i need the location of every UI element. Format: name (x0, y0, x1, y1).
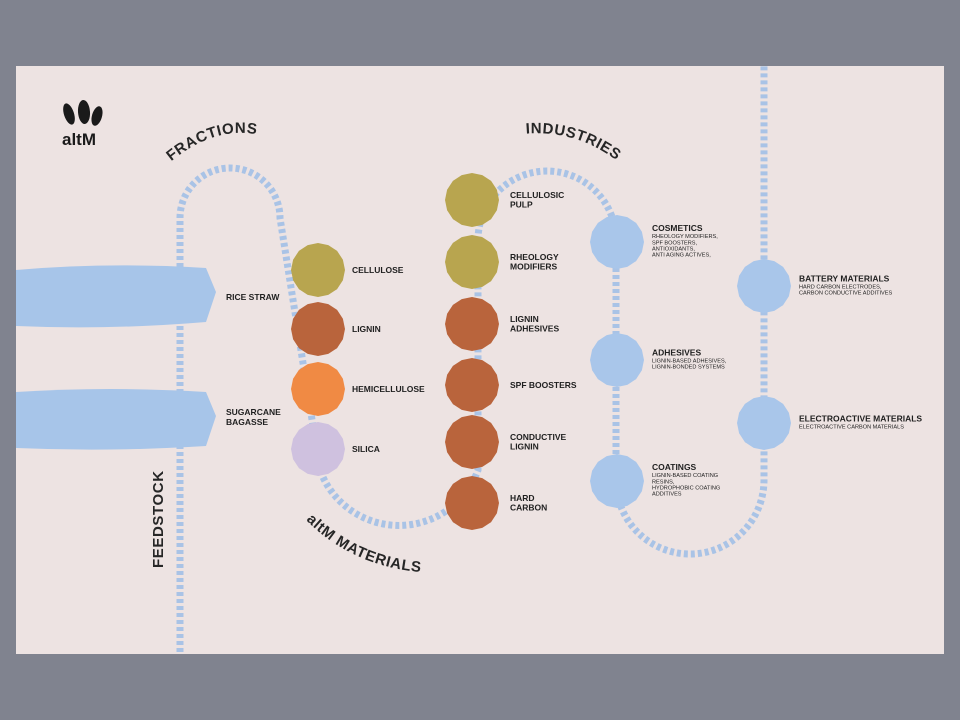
material-node (445, 235, 499, 289)
industry-node (590, 215, 644, 269)
industry-subtitle-2-line: LIGNIN-BASED COATING (652, 473, 718, 479)
industry-node (737, 396, 791, 450)
material-label-1-line: RHEOLOGY (510, 252, 559, 262)
logo-mark-icon (63, 100, 103, 126)
industry-subtitle-0-line: ANTI AGING ACTIVES, (652, 253, 711, 259)
fraction-node (291, 302, 345, 356)
feedstock-label-0: RICE STRAW (226, 292, 280, 302)
material-label-4-line: LIGNIN (510, 442, 539, 452)
material-label-4-line: CONDUCTIVE (510, 432, 567, 442)
material-label-3-line: SPF BOOSTERS (510, 380, 577, 390)
industry-subtitle-0-line: RHEOLOGY MODIFIERS, (652, 234, 718, 240)
industry-subtitle-3-line: HARD CARBON ELECTRODES, (799, 284, 882, 290)
fraction-label-3-line: SILICA (352, 444, 380, 454)
industry-title-3: BATTERY MATERIALS (799, 273, 890, 283)
fraction-label-0: CELLULOSE (352, 265, 404, 275)
material-node (445, 358, 499, 412)
industry-node (737, 259, 791, 313)
feedstock-label-1-line: SUGARCANE (226, 407, 281, 417)
material-label-2-line: ADHESIVES (510, 324, 559, 334)
industry-subtitle-2-line: ADDITIVES (652, 492, 682, 498)
material-label-0-line: PULP (510, 200, 533, 210)
industry-title-0-line: COSMETICS (652, 223, 703, 233)
logo-wordmark: altM (62, 130, 96, 149)
industry-title-1: ADHESIVES (652, 347, 701, 357)
industry-subtitle-2-line: RESINS, (652, 479, 675, 485)
feedstock-label-1-line: BAGASSE (226, 417, 268, 427)
industry-title-4-line: ELECTROACTIVE MATERIALS (799, 413, 922, 423)
industry-title-2-line: COATINGS (652, 462, 697, 472)
industry-subtitle-0: RHEOLOGY MODIFIERS,SPF BOOSTERS,ANTIOXID… (652, 234, 718, 259)
material-node (445, 415, 499, 469)
industry-subtitle-0-line: ANTIOXIDANTS, (652, 247, 695, 253)
industry-title-1-line: ADHESIVES (652, 347, 701, 357)
fraction-label-2-line: HEMICELLULOSE (352, 384, 425, 394)
material-node (445, 476, 499, 530)
industry-subtitle-3-line: CARBON CONDUCTIVE ADDITIVES (799, 291, 893, 297)
fraction-label-3: SILICA (352, 444, 380, 454)
industry-subtitle-4: ELECTROACTIVE CARBON MATERIALS (799, 424, 904, 430)
flow-path-main (176, 66, 768, 652)
feedstock-band-sugarcane (16, 389, 216, 450)
industry-title-2: COATINGS (652, 462, 697, 472)
fraction-label-1: LIGNIN (352, 324, 381, 334)
industry-subtitle-4-line: ELECTROACTIVE CARBON MATERIALS (799, 424, 904, 430)
fraction-label-1-line: LIGNIN (352, 324, 381, 334)
fraction-label-0-line: CELLULOSE (352, 265, 404, 275)
material-node (445, 297, 499, 351)
industry-subtitle-0-line: SPF BOOSTERS, (652, 240, 698, 246)
material-label-1-line: MODIFIERS (510, 262, 558, 272)
flow-paths (176, 66, 768, 652)
industry-subtitle-1: LIGNIN-BASED ADHESIVES,LIGNIN-BONDED SYS… (652, 358, 727, 370)
material-label-0-line: CELLULOSIC (510, 190, 564, 200)
material-label-3: SPF BOOSTERS (510, 380, 577, 390)
industry-node (590, 333, 644, 387)
material-label-2-line: LIGNIN (510, 314, 539, 324)
material-label-5-line: HARD (510, 493, 535, 503)
section-title-feedstock: FEEDSTOCK (150, 470, 167, 568)
material-node (445, 173, 499, 227)
industry-title-4: ELECTROACTIVE MATERIALS (799, 413, 922, 423)
industry-subtitle-1-line: LIGNIN-BONDED SYSTEMS (652, 365, 725, 371)
industry-node (590, 454, 644, 508)
industry-title-3-line: BATTERY MATERIALS (799, 273, 890, 283)
feedstock-label-0-line: RICE STRAW (226, 292, 280, 302)
industry-subtitle-1-line: LIGNIN-BASED ADHESIVES, (652, 358, 727, 364)
industry-subtitle-3: HARD CARBON ELECTRODES,CARBON CONDUCTIVE… (799, 284, 893, 296)
fraction-node (291, 243, 345, 297)
fraction-node (291, 362, 345, 416)
industry-title-0: COSMETICS (652, 223, 703, 233)
fraction-node (291, 422, 345, 476)
feedstock-band-rice-straw (16, 265, 216, 328)
material-label-5-line: CARBON (510, 503, 547, 513)
industry-subtitle-2-line: HYDROPHOBIC COATING (652, 486, 720, 492)
altm-logo: altM (62, 100, 103, 149)
fraction-label-2: HEMICELLULOSE (352, 384, 425, 394)
feedstock-bands (16, 265, 216, 450)
